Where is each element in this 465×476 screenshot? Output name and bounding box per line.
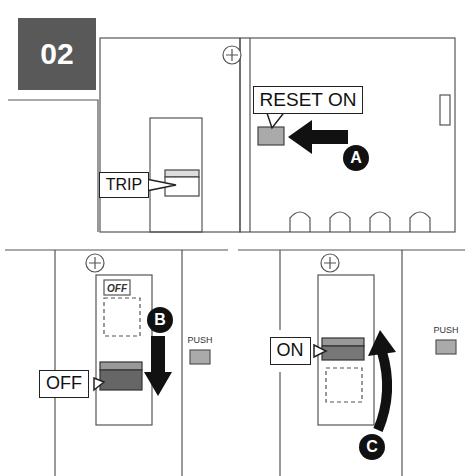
breaker-body bbox=[436, 340, 456, 354]
screw bbox=[324, 257, 336, 269]
lever-on bbox=[322, 346, 364, 360]
curved-arrow bbox=[378, 352, 387, 430]
breaker-body bbox=[326, 368, 362, 402]
callout-letter: B bbox=[147, 307, 173, 333]
breaker-body bbox=[401, 250, 402, 476]
breaker-body bbox=[8, 100, 98, 232]
screw bbox=[226, 49, 238, 61]
breaker-body bbox=[279, 372, 280, 476]
trip-handle bbox=[165, 170, 199, 196]
callout-box: TRIP bbox=[99, 172, 149, 197]
label-text: 02 bbox=[40, 37, 73, 71]
button-text: PUSH bbox=[433, 325, 458, 335]
callout-pointer bbox=[94, 378, 104, 390]
screw bbox=[89, 257, 101, 269]
label-text: ON bbox=[277, 340, 304, 362]
reset-button bbox=[258, 127, 284, 145]
label-text: RESET ON bbox=[260, 89, 357, 112]
breaker-body bbox=[440, 95, 450, 125]
breaker-body bbox=[238, 250, 465, 476]
label-text: B bbox=[154, 311, 166, 329]
screw bbox=[223, 46, 241, 64]
lever-on bbox=[322, 338, 364, 346]
callout-letter: A bbox=[343, 145, 369, 171]
lever-off bbox=[100, 362, 142, 390]
screw bbox=[321, 254, 339, 272]
label-text: TRIP bbox=[106, 175, 142, 194]
curved-arrow bbox=[368, 330, 396, 430]
callout-letter: C bbox=[359, 434, 385, 460]
breaker-body bbox=[290, 212, 310, 232]
breaker-body bbox=[240, 38, 455, 232]
lever-off bbox=[100, 362, 142, 370]
button-text: PUSH bbox=[187, 335, 212, 345]
push-arrow bbox=[288, 120, 348, 154]
breaker-body bbox=[150, 118, 202, 232]
breaker-body bbox=[100, 38, 240, 232]
callout-pointer bbox=[314, 345, 326, 357]
breaker-body bbox=[104, 298, 140, 336]
screw bbox=[321, 254, 339, 272]
breaker-body bbox=[190, 350, 210, 364]
breaker-body bbox=[5, 249, 228, 250]
breaker-body bbox=[370, 212, 390, 232]
engraved-text: OFF bbox=[107, 283, 127, 294]
callout-box: RESET ON bbox=[253, 86, 364, 115]
breaker-body bbox=[410, 212, 430, 232]
breaker-body bbox=[318, 275, 374, 425]
screw bbox=[86, 254, 104, 272]
curved-arrow bbox=[368, 330, 396, 356]
breaker-body bbox=[54, 250, 55, 476]
lever-on bbox=[322, 338, 364, 360]
step-number: 02 bbox=[18, 18, 96, 90]
breaker-body bbox=[181, 250, 182, 476]
trip-handle bbox=[165, 170, 199, 177]
lever-off bbox=[100, 370, 142, 390]
label-text: A bbox=[350, 149, 362, 167]
down-arrow bbox=[144, 336, 172, 396]
callout-box: ON bbox=[270, 337, 311, 365]
breaker-body bbox=[5, 250, 228, 476]
breaker-body bbox=[238, 249, 465, 250]
callout-box: OFF bbox=[39, 370, 89, 398]
label-text: OFF bbox=[46, 373, 82, 395]
screw bbox=[223, 46, 241, 64]
screw bbox=[86, 254, 104, 272]
breaker-body bbox=[279, 250, 280, 330]
breaker-body bbox=[249, 38, 250, 232]
breaker-body bbox=[96, 275, 152, 425]
breaker-body bbox=[104, 280, 130, 295]
breaker-body bbox=[330, 212, 350, 232]
label-text: C bbox=[366, 438, 378, 456]
callout-pointer bbox=[146, 179, 176, 191]
